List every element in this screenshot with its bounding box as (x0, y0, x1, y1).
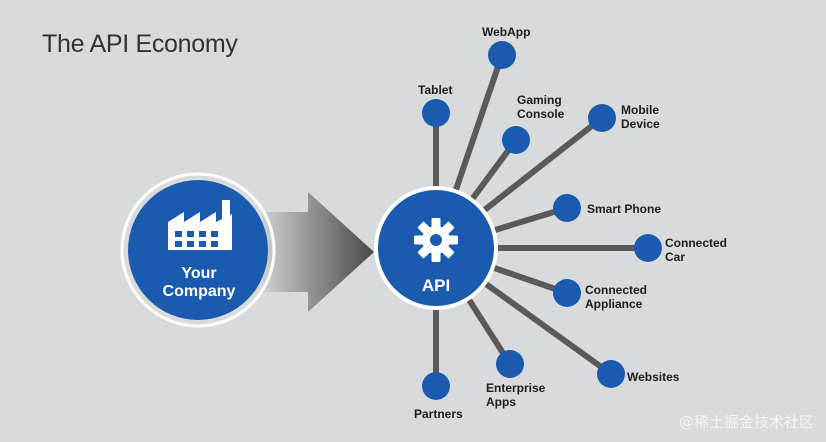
label-connected-appliance: Connected Appliance (585, 283, 648, 311)
dot-smart-phone (553, 194, 581, 222)
dot-tablet (422, 99, 450, 127)
company-label-line2: Company (162, 283, 236, 300)
label-gaming-console: Gaming Console (517, 93, 565, 121)
dot-connected-car (634, 234, 662, 262)
page-title: The API Economy (42, 30, 238, 58)
endpoint-dots (422, 41, 662, 400)
label-partners: Partners (414, 407, 463, 421)
label-mobile-device: Mobile Device (621, 103, 660, 131)
dot-connected-appliance (553, 279, 581, 307)
company-label-line1: Your (181, 265, 217, 282)
dot-websites (597, 360, 625, 388)
dot-gaming-console (502, 126, 530, 154)
factory-icon (168, 200, 232, 250)
dot-partners (422, 372, 450, 400)
label-enterprise-apps: Enterprise Apps (486, 381, 546, 409)
gear-icon (414, 218, 458, 262)
label-tablet: Tablet (418, 83, 453, 97)
dot-mobile-device (588, 104, 616, 132)
flow-arrow (262, 192, 374, 312)
label-websites: Websites (627, 370, 680, 384)
api-hub (374, 186, 498, 310)
watermark: @稀土掘金技术社区 (678, 413, 814, 431)
company-label: Your Company (134, 265, 264, 301)
api-label: API (421, 276, 451, 295)
dot-webapp (488, 41, 516, 69)
label-webapp: WebApp (482, 25, 531, 39)
company-node (120, 172, 276, 328)
dot-enterprise-apps (496, 350, 524, 378)
label-connected-car: Connected Car (665, 236, 728, 264)
label-smart-phone: Smart Phone (587, 202, 662, 216)
